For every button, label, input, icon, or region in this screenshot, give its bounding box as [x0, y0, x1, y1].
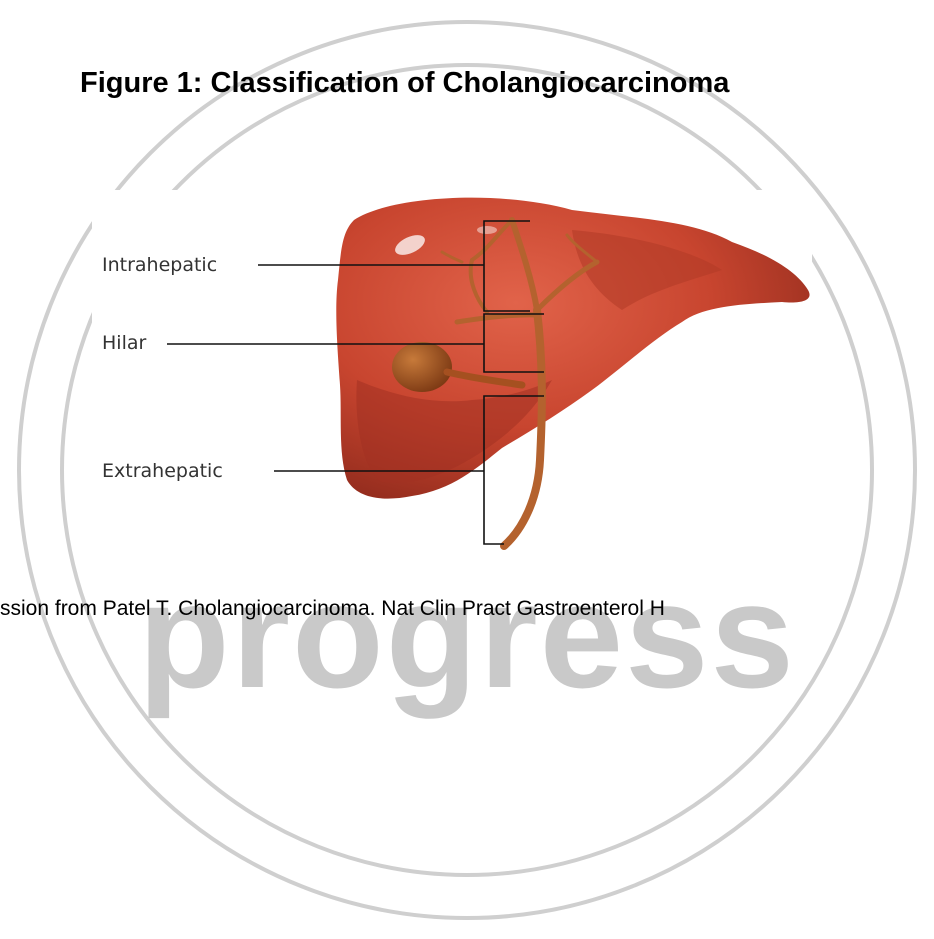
liver-highlight-small [477, 226, 497, 234]
label-extrahepatic: Extrahepatic [102, 460, 223, 482]
liver-illustration-panel: Intrahepatic Hilar Extrahepatic [92, 190, 812, 550]
watermark-text: progress [0, 560, 934, 710]
figure-caption: ssion from Patel T. Cholangiocarcinoma. … [0, 597, 665, 621]
figure-title: Figure 1: Classification of Cholangiocar… [80, 67, 729, 100]
label-hilar: Hilar [102, 332, 146, 354]
liver-illustration [92, 190, 812, 550]
label-intrahepatic: Intrahepatic [102, 254, 217, 276]
gallbladder [392, 342, 452, 392]
